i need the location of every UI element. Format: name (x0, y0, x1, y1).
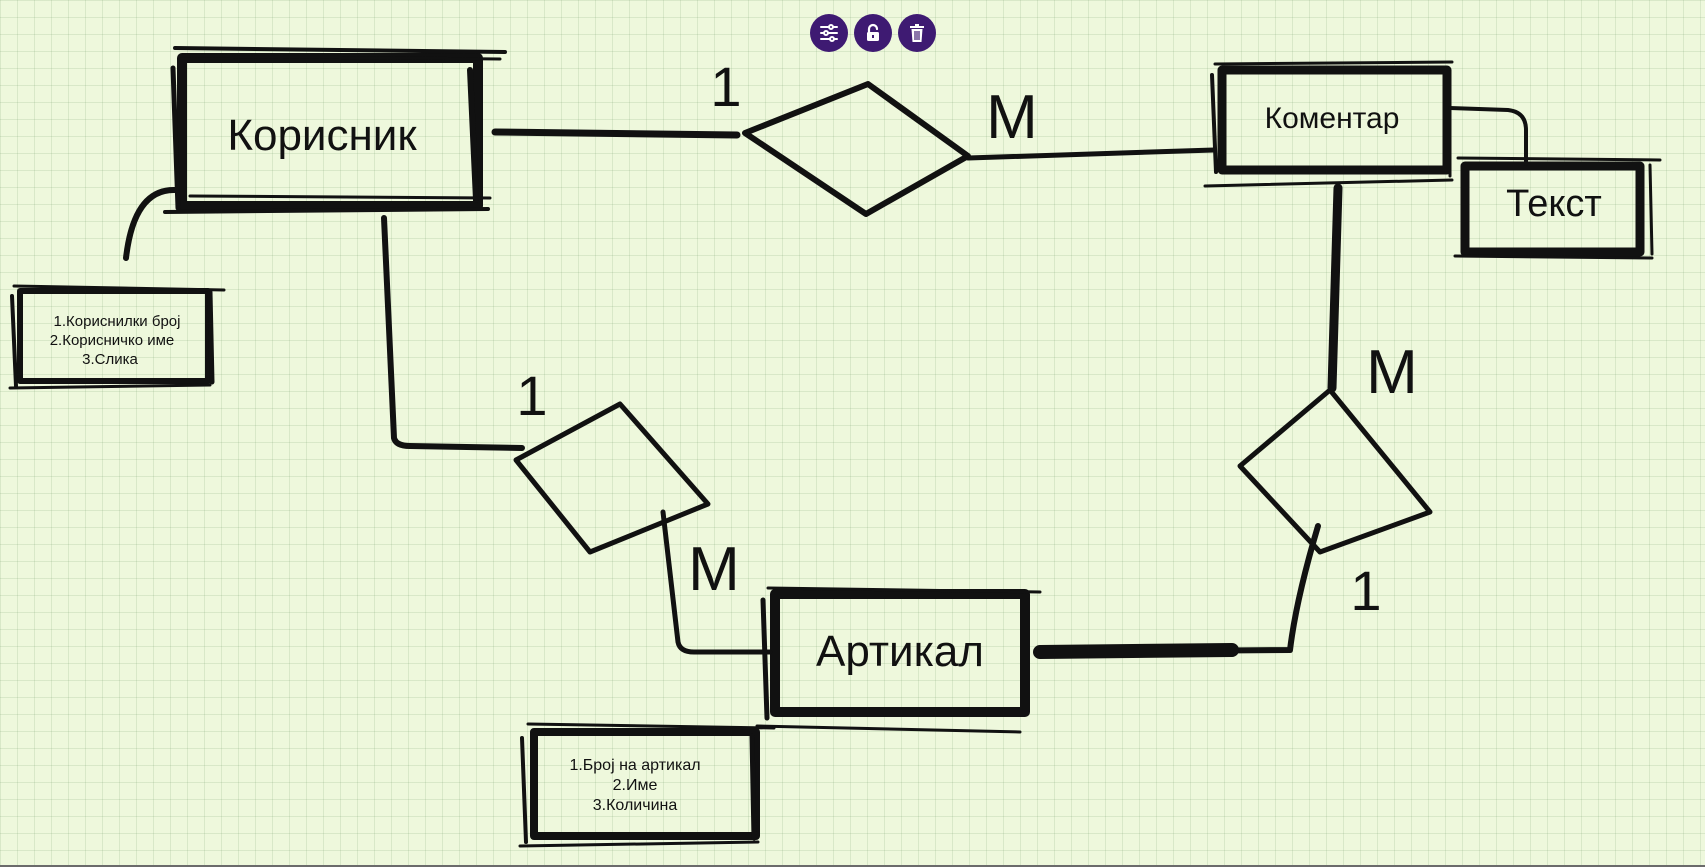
selection-toolbar (810, 14, 936, 52)
cardinality-right-upper: M (1366, 338, 1418, 407)
cardinality-left-lower: M (688, 535, 740, 604)
cardinality-top-right: M (986, 83, 1038, 152)
entity-tekst[interactable] (1453, 156, 1662, 260)
connector-komentar-tekst (1448, 106, 1528, 166)
connector-korisnik-diamond-top (491, 128, 741, 139)
attribute-artikal-2: 2.Име (613, 777, 658, 794)
attribute-korisnik-3: 3.Слика (82, 351, 138, 368)
attribute-korisnik-1: 1.Кориснилки број (54, 313, 181, 330)
relationship-diamond-left[interactable] (513, 401, 711, 555)
unlock-icon (867, 23, 879, 41)
entity-tekst-label: Текст (1506, 183, 1602, 225)
connector-artikal-thick (1033, 643, 1239, 659)
entity-korisnik[interactable] (163, 46, 507, 214)
canvas-bottom-border (0, 865, 1705, 867)
cardinality-top-left: 1 (710, 55, 741, 118)
delete-button[interactable] (898, 14, 936, 52)
relationship-diamond-top[interactable] (742, 81, 971, 217)
sliders-icon (820, 24, 838, 42)
entity-korisnik-label: Корисник (227, 111, 417, 160)
attribute-artikal-3: 3.Количина (593, 797, 678, 814)
entity-komentar[interactable] (1203, 60, 1454, 188)
entity-artikal-label: Артикал (816, 627, 984, 676)
attribute-korisnik-2: 2.Корисничко име (50, 332, 175, 349)
attribute-box-korisnik[interactable] (8, 284, 226, 390)
entity-komentar-label: Коментар (1265, 102, 1400, 135)
settings-button[interactable] (810, 14, 848, 52)
connector-komentar-diamond-right (1327, 183, 1343, 393)
connector-diamond-right-artikal (1037, 523, 1321, 655)
attribute-box-artikal[interactable] (518, 722, 776, 848)
cardinality-left-upper: 1 (516, 364, 547, 427)
connector-korisnik-diamond-left (381, 215, 525, 451)
relationship-diamond-right[interactable] (1237, 387, 1433, 555)
trash-icon (910, 24, 924, 42)
lock-button[interactable] (854, 14, 892, 52)
cardinality-right-lower: 1 (1350, 559, 1381, 622)
entity-artikal[interactable] (755, 586, 1042, 734)
connector-korisnik-attribute (123, 186, 179, 261)
connector-diamond-top-komentar (965, 147, 1217, 161)
connector-diamond-left-artikal (660, 509, 773, 655)
attribute-artikal-1: 1.Број на артикал (569, 757, 700, 774)
